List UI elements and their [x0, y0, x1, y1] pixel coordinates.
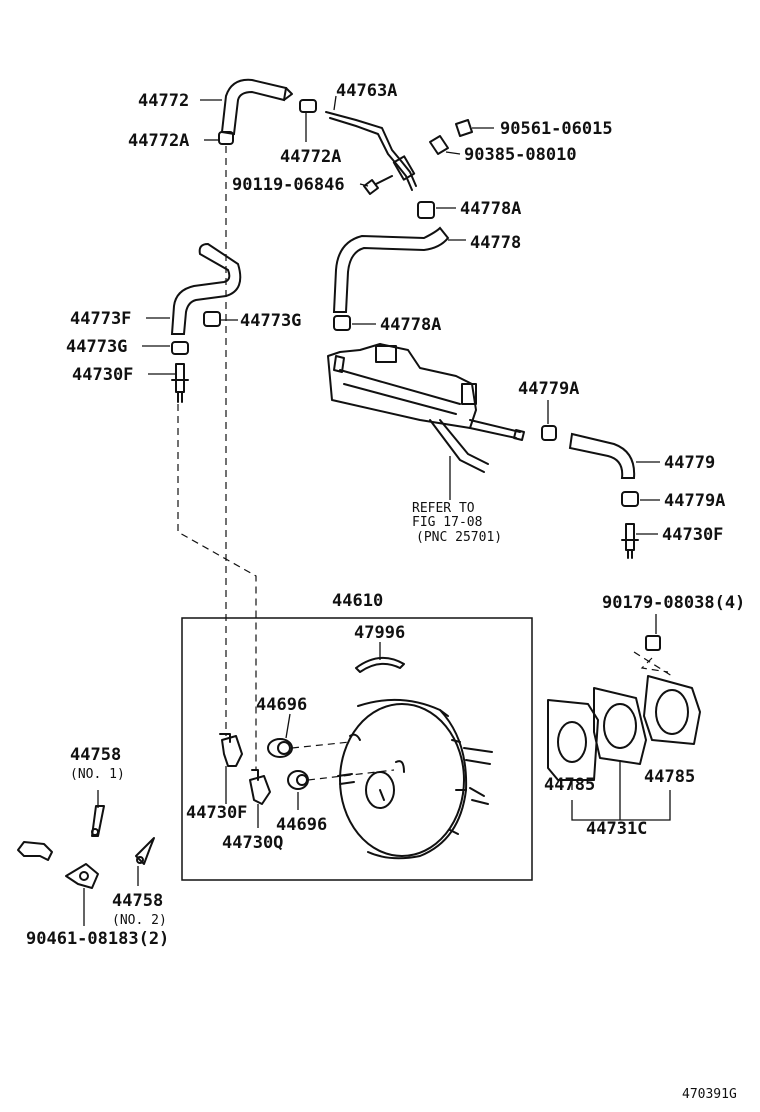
stud-nut-90179-08038[interactable] — [645, 635, 661, 651]
label-44730Q[interactable]: 44730Q — [222, 833, 283, 853]
hose-44778[interactable] — [332, 226, 450, 313]
label-44778A-top[interactable]: 44778A — [460, 199, 521, 219]
label-44758-no1-sub: (NO. 1) — [70, 767, 125, 782]
grommet-44696-top[interactable] — [267, 738, 293, 758]
clamp-44758-no1[interactable] — [91, 805, 105, 837]
label-44610[interactable]: 44610 — [332, 591, 383, 611]
label-90561-06015[interactable]: 90561-06015 — [500, 119, 613, 139]
brake-booster-body[interactable] — [337, 698, 493, 860]
refer-note-line1: REFER TO — [412, 501, 475, 516]
figure-id: 470391G — [682, 1087, 737, 1102]
booster-assembly-box — [181, 617, 533, 881]
routing-line-grommet-top — [291, 741, 351, 749]
label-44730F-box[interactable]: 44730F — [186, 803, 247, 823]
hose-44779[interactable] — [568, 432, 636, 479]
clip-44772A-mid[interactable] — [299, 99, 317, 113]
label-44773F[interactable]: 44773F — [70, 309, 131, 329]
label-44778A-low[interactable]: 44778A — [380, 315, 441, 335]
clip-44779A-top[interactable] — [541, 425, 557, 441]
label-90385-08010[interactable]: 90385-08010 — [464, 145, 577, 165]
routing-line-plate — [640, 657, 669, 673]
label-44779A-low[interactable]: 44779A — [664, 491, 725, 511]
clip-44772A-left[interactable] — [218, 131, 234, 145]
label-44758-no2[interactable]: 44758 — [112, 891, 163, 911]
routing-line-grommet-low — [307, 769, 395, 781]
leader-lines — [83, 95, 671, 926]
clamp-90385-08010[interactable] — [429, 135, 449, 155]
label-44779[interactable]: 44779 — [664, 453, 715, 473]
check-valve-44730F-right[interactable] — [621, 523, 639, 559]
label-44730F-right[interactable]: 44730F — [662, 525, 723, 545]
hose-44772[interactable] — [220, 78, 293, 136]
gasket-plate-44785-left[interactable] — [547, 699, 599, 781]
label-44785-right[interactable]: 44785 — [644, 767, 695, 787]
routing-line-stud — [633, 651, 673, 677]
part-labels: 44772 44772A 44772A 44763A 90561-06015 9… — [26, 81, 745, 1102]
label-90179-08038[interactable]: 90179-08038(4) — [602, 593, 745, 613]
bolt-90461-08183[interactable] — [65, 863, 99, 889]
label-90119-06846[interactable]: 90119-06846 — [232, 175, 345, 195]
union-44730Q[interactable] — [249, 769, 271, 805]
label-44731C[interactable]: 44731C — [586, 819, 647, 839]
label-47996[interactable]: 47996 — [354, 623, 405, 643]
union-90561-06015[interactable] — [455, 119, 473, 137]
label-44763A[interactable]: 44763A — [336, 81, 397, 101]
routing-line-right — [177, 404, 257, 770]
gasket-plate-44785-right[interactable] — [643, 675, 701, 745]
label-44758-no2-sub: (NO. 2) — [112, 913, 167, 928]
label-44696-low[interactable]: 44696 — [276, 815, 327, 835]
hose-44773F[interactable] — [170, 242, 242, 335]
union-44730F-box[interactable] — [219, 733, 243, 767]
gasket-47996[interactable] — [355, 657, 405, 673]
label-44772[interactable]: 44772 — [138, 91, 189, 111]
label-44773G-right[interactable]: 44773G — [240, 311, 301, 331]
clip-44778A-low[interactable] — [333, 315, 351, 331]
label-44772A-left[interactable]: 44772A — [128, 131, 189, 151]
label-44730F-left[interactable]: 44730F — [72, 365, 133, 385]
bracket-clip-left[interactable] — [17, 841, 53, 861]
clip-44773G-right[interactable] — [203, 311, 221, 327]
label-44773G-left[interactable]: 44773G — [66, 337, 127, 357]
spacer-plate-44731C[interactable] — [593, 687, 647, 765]
grommet-44696-low[interactable] — [287, 770, 309, 790]
clip-44773G-left[interactable] — [171, 341, 189, 355]
label-44778[interactable]: 44778 — [470, 233, 521, 253]
label-44772A-mid[interactable]: 44772A — [280, 147, 341, 167]
check-valve-44730F-left[interactable] — [171, 363, 189, 403]
label-44696-top[interactable]: 44696 — [256, 695, 307, 715]
label-44758-no1[interactable]: 44758 — [70, 745, 121, 765]
vacuum-pipe-44763A[interactable] — [325, 111, 417, 191]
refer-note-line2: FIG 17-08 — [412, 515, 482, 530]
clip-44779A-low[interactable] — [621, 491, 639, 507]
clip-44778A-top[interactable] — [417, 201, 435, 219]
refer-note-line3: (PNC 25701) — [416, 530, 502, 545]
bolt-90119-06846[interactable] — [363, 175, 393, 195]
vacuum-bracket-assembly[interactable] — [327, 343, 525, 473]
clamp-44758-no2[interactable] — [135, 837, 155, 865]
label-44779A-top[interactable]: 44779A — [518, 379, 579, 399]
label-90461-08183[interactable]: 90461-08183(2) — [26, 929, 169, 949]
label-44785-left[interactable]: 44785 — [544, 775, 595, 795]
